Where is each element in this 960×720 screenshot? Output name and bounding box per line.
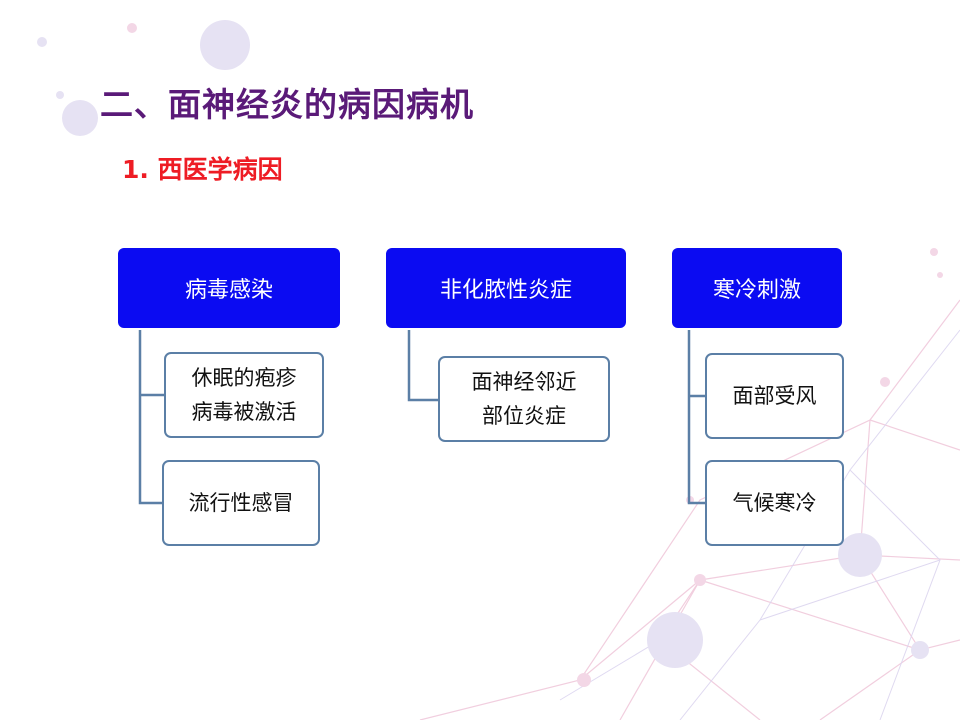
cause-item-adjacent-inflammation: 面神经邻近 部位炎症 — [438, 356, 610, 442]
group-header-nonpurulent-inflammation: 非化脓性炎症 — [386, 248, 626, 328]
group-header-cold-stimulus: 寒冷刺激 — [672, 248, 842, 328]
connector-group-3 — [687, 330, 706, 505]
group-header-viral-infection: 病毒感染 — [118, 248, 340, 328]
cause-item-cold-weather: 气候寒冷 — [705, 460, 844, 546]
cause-item-facial-wind: 面部受风 — [705, 353, 844, 439]
connector-group-2 — [407, 330, 440, 402]
slide-title: 二、面神经炎的病因病机 — [100, 85, 474, 124]
slide-subtitle: 1. 西医学病因 — [122, 155, 283, 184]
connector-group-1 — [138, 330, 164, 505]
cause-item-influenza: 流行性感冒 — [162, 460, 320, 546]
cause-item-herpes-reactivation: 休眠的疱疹 病毒被激活 — [164, 352, 324, 438]
